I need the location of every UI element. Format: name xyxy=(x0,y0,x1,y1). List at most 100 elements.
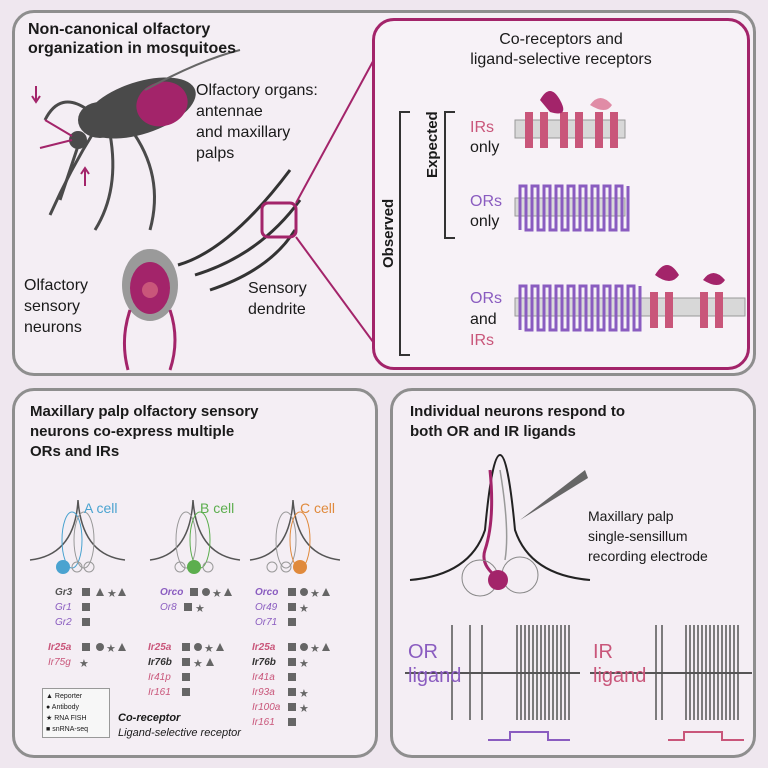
ir-ligand-label-line2: ligand xyxy=(593,665,647,687)
or-ligand-label-line2: ligand xyxy=(408,665,462,687)
mosquito-illustration xyxy=(31,49,241,231)
bottom-left-title: Maxillary palp olfactory sensory neurons… xyxy=(30,402,258,462)
legend-snrna-seq: ■ snRNA-seq xyxy=(46,724,106,735)
b-cell-label: B cell xyxy=(200,500,235,516)
gene-ir25a-c: Ir25a xyxy=(252,642,276,653)
key-coreceptor: Co-receptor xyxy=(118,712,181,724)
svg-text:★: ★ xyxy=(299,603,309,615)
gene-ir25a-a: Ir25a xyxy=(48,642,72,653)
or-membrane xyxy=(514,184,630,232)
svg-text:★: ★ xyxy=(310,643,320,655)
electrode-label-line3: recording electrode xyxy=(588,548,708,564)
top-title: Non-canonical olfactory organization in … xyxy=(28,20,236,58)
svg-text:★: ★ xyxy=(299,703,309,715)
bottom-right-title-line2: both OR and IR ligands xyxy=(410,423,576,440)
top-title-line2: organization in mosquitoes xyxy=(28,40,237,57)
key-selective: Ligand-selective receptor xyxy=(118,727,241,739)
bottom-right-panel xyxy=(390,388,756,758)
svg-text:★: ★ xyxy=(204,643,214,655)
electrode-label: Maxillary palp single-sensillum recordin… xyxy=(588,506,708,566)
gene-gr2: Gr2 xyxy=(55,617,72,628)
svg-text:★: ★ xyxy=(79,658,89,670)
gene-gr3: Gr3 xyxy=(55,587,73,598)
gene-ir161-c: Ir161 xyxy=(252,717,275,728)
organs-label-line2: antennae xyxy=(196,103,263,120)
or-ligand-label: OR ligand xyxy=(408,640,461,688)
evidence-legend: ▲ Reporter ● Antibody ★ RNA FISH ■ snRNA… xyxy=(42,688,110,738)
svg-text:★: ★ xyxy=(299,658,309,670)
a-cell-genes: Gr3 Gr1 Gr2 xyxy=(55,585,72,630)
ors-and-irs-label-b: and xyxy=(470,311,497,328)
a-cell-sensillum xyxy=(29,499,126,574)
ir-ligand-label-line1: IR xyxy=(593,641,613,663)
ors-and-irs-label-c: IRs xyxy=(470,332,494,349)
bottom-left-title-line1: Maxillary palp olfactory sensory xyxy=(30,403,259,420)
irs-only-label-a: IRs xyxy=(470,119,494,136)
osn-label: Olfactory sensory neurons xyxy=(24,275,88,338)
svg-text:★: ★ xyxy=(107,588,117,600)
svg-text:★: ★ xyxy=(195,603,205,615)
gene-orco-b: Orco xyxy=(160,587,184,598)
electrode-label-line1: Maxillary palp xyxy=(588,508,674,524)
legend-reporter: ▲ Reporter xyxy=(46,691,106,702)
ir-trace xyxy=(590,625,752,741)
top-title-line1: Non-canonical olfactory xyxy=(28,21,211,38)
irs-only-label-b: only xyxy=(470,139,500,156)
bottom-right-title: Individual neurons respond to both OR an… xyxy=(410,402,625,442)
gene-ir41p: Ir41p xyxy=(148,672,171,683)
gene-ir76b-c: Ir76b xyxy=(252,657,276,668)
a-cell-label: A cell xyxy=(84,500,118,516)
svg-text:★: ★ xyxy=(212,588,222,600)
gene-ir93a: Ir93a xyxy=(252,687,275,698)
or-ir-membrane xyxy=(514,265,746,332)
ors-and-irs-label: ORs and IRs xyxy=(470,288,502,351)
star-icon: ★ xyxy=(46,715,53,722)
c-cell-label: C cell xyxy=(300,500,336,516)
bottom-left-title-line2: neurons co-express multiple xyxy=(30,423,235,440)
ors-only-label: ORs only xyxy=(470,192,502,232)
or-trace xyxy=(405,625,580,741)
electrode-icon xyxy=(520,470,588,520)
a-cell-ir-genes: Ir25a Ir75g xyxy=(48,640,71,670)
organs-label-line3: and maxillary xyxy=(196,124,291,141)
bottom-right-title-line1: Individual neurons respond to xyxy=(410,403,626,420)
circle-icon: ● xyxy=(46,704,51,711)
osn-label-line3: neurons xyxy=(24,319,82,336)
legend-rna-fish-label: RNA FISH xyxy=(54,715,87,722)
ir-ligand-label: IR ligand xyxy=(593,640,646,688)
ors-and-irs-label-a: ORs xyxy=(470,290,502,307)
c-cell-ir-genes: Ir25a Ir76b Ir41a Ir93a Ir100a Ir161 xyxy=(252,640,280,730)
legend-reporter-label: Reporter xyxy=(54,693,83,700)
gene-or71: Or71 xyxy=(255,617,278,628)
organs-label: Olfactory organs: antennae and maxillary… xyxy=(196,80,318,164)
legend-antibody: ● Antibody xyxy=(46,702,106,713)
or-ligand-label-line1: OR xyxy=(408,641,438,663)
gene-ir76b-b: Ir76b xyxy=(148,657,172,668)
c-cell-genes: Orco Or49 Or71 xyxy=(255,585,278,630)
dendrite-label-line2: dendrite xyxy=(248,301,306,318)
gene-gr1: Gr1 xyxy=(55,602,72,613)
triangle-icon: ▲ xyxy=(46,693,53,700)
legend-rna-fish: ★ RNA FISH xyxy=(46,713,106,724)
inset-title: Co-receptors and ligand-selective recept… xyxy=(372,30,750,70)
inset-title-line2: ligand-selective receptors xyxy=(470,51,652,68)
b-cell-genes: Orco Or8 xyxy=(160,585,183,615)
svg-text:★: ★ xyxy=(106,643,116,655)
inset-title-line1: Co-receptors and xyxy=(499,31,623,48)
gene-ir100a: Ir100a xyxy=(252,702,281,713)
dendrite-label-line1: Sensory xyxy=(248,280,307,297)
irs-only-label: IRs only xyxy=(470,118,499,158)
c-cell-sensillum xyxy=(249,499,341,574)
legend-snrna-seq-label: snRNA-seq xyxy=(52,726,88,733)
gene-ir161-b: Ir161 xyxy=(148,687,171,698)
osn-label-line2: sensory xyxy=(24,298,81,315)
b-cell-ir-genes: Ir25a Ir76b Ir41p Ir161 xyxy=(148,640,172,700)
gene-or49: Or49 xyxy=(255,602,278,613)
svg-text:★: ★ xyxy=(299,688,309,700)
dendrite-label: Sensory dendrite xyxy=(248,278,307,320)
legend-antibody-label: Antibody xyxy=(51,704,80,711)
